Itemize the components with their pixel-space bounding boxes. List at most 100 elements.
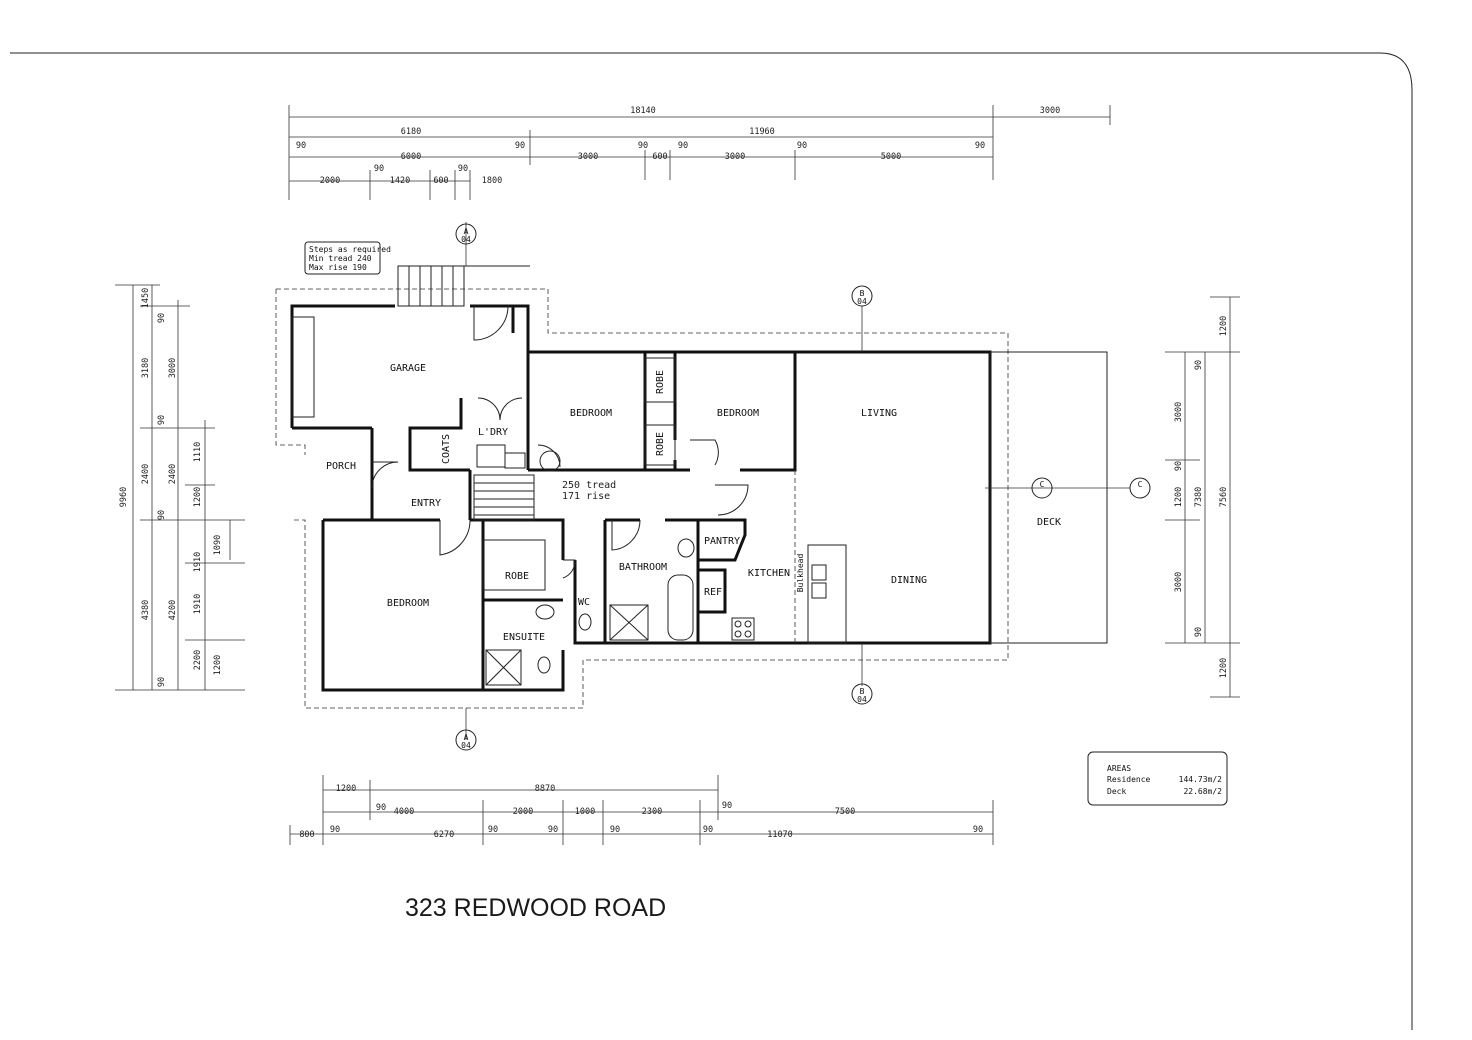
section-markers: A 04 A 04 B 04 B 04 C C: [455, 222, 1151, 751]
dim-top-deck: 3000: [1040, 106, 1060, 116]
dim-left-p: 2200: [193, 650, 203, 670]
wc-toilet: [578, 613, 592, 631]
dim-bot-r: 90: [973, 825, 983, 835]
dim-left-d: 4380: [141, 600, 151, 620]
dim-top-overall: 18140: [630, 106, 656, 116]
dim-top-r3d: 3000: [578, 152, 598, 162]
dim-right-c: 1200: [1174, 487, 1184, 507]
room-ensuite: ENSUITE: [503, 632, 545, 643]
dim-top-r4d: 600: [433, 176, 448, 186]
dimensions-bottom: 1200 8870 90 4000 2000 1000 2300 90 7500…: [289, 775, 994, 845]
dim-left-l: 1110: [193, 442, 203, 462]
dim-left-i: 90: [157, 510, 167, 520]
dim-bot-j: 800: [299, 830, 314, 840]
dim-right-g: 90: [1194, 627, 1204, 637]
room-bedroom-2: BEDROOM: [717, 408, 759, 419]
section-c-right-label: C: [1138, 480, 1143, 489]
dim-top-r4a: 2000: [320, 176, 340, 186]
dim-top-r2a: 6180: [401, 127, 421, 137]
section-b-top-label: B: [860, 289, 865, 298]
dim-bot-c: 90: [376, 803, 386, 813]
stairs-note-line2: Min tread 240: [309, 254, 372, 263]
dimensions-right: 3000 90 1200 3000 90 7380 90 1200 7560 1…: [1165, 296, 1240, 698]
section-marker-c-left: [1031, 477, 1053, 499]
room-coats: COATS: [441, 434, 452, 464]
cooktop: [731, 617, 755, 641]
dim-top-r3e: 90: [638, 141, 648, 151]
section-a-top-label: A: [464, 227, 469, 236]
dim-left-k: 90: [157, 677, 167, 687]
section-a-bottom-label: A: [464, 733, 469, 742]
dim-top-r3f: 600: [652, 152, 667, 162]
section-marker-a-top: [455, 223, 477, 245]
dim-bot-n: 90: [548, 825, 558, 835]
dim-bot-l: 6270: [434, 830, 454, 840]
dim-left-b: 3180: [141, 358, 151, 378]
dimensions-left: 9960 1450 3180 2400 4380 90 3000 90 2400…: [115, 284, 245, 691]
room-dining: DINING: [891, 575, 927, 586]
dim-bot-g: 2300: [642, 807, 662, 817]
dim-top-r3b: 6000: [401, 152, 421, 162]
room-deck: DECK: [1037, 517, 1061, 528]
dim-right-b: 90: [1174, 461, 1184, 471]
room-bulkhead: Bulkhead: [796, 554, 805, 593]
room-robe-3: ROBE: [505, 571, 529, 582]
stairs-note-line1: Steps as required: [309, 245, 391, 254]
dim-right-h: 1200: [1219, 316, 1229, 336]
page-border: [10, 52, 1413, 1030]
laundry-tub: [476, 444, 506, 468]
section-a-top-sheet: 04: [461, 235, 471, 244]
dim-bot-e: 2000: [513, 807, 533, 817]
room-ref: REF: [704, 587, 722, 598]
dim-left-c: 2400: [141, 464, 151, 484]
dim-bot-h: 90: [722, 801, 732, 811]
room-pantry: PANTRY: [704, 536, 740, 547]
robes: [482, 357, 676, 591]
stair-spec-rise: 171 rise: [562, 491, 610, 502]
dim-top-r3h: 3000: [725, 152, 745, 162]
doors: [371, 305, 749, 579]
bathroom-basin: [677, 538, 695, 558]
room-living: LIVING: [861, 408, 897, 419]
dim-bot-f: 1000: [575, 807, 595, 817]
room-wc: WC: [578, 597, 590, 608]
dim-left-e: 90: [157, 313, 167, 323]
dim-right-d: 3000: [1174, 572, 1184, 592]
dim-top-r3a: 90: [296, 141, 306, 151]
bathtub: [667, 574, 694, 641]
dim-top-r4c: 1420: [390, 176, 410, 186]
dimensions-top: 18140 3000 6180 11960 90 6000 90 3000 90…: [288, 105, 1111, 200]
dim-left-n: 1910: [193, 552, 203, 572]
page-title: 323 REDWOOD ROAD: [405, 894, 666, 922]
room-porch: PORCH: [326, 461, 356, 472]
areas-heading: AREAS: [1107, 764, 1131, 773]
dim-bot-k: 90: [330, 825, 340, 835]
section-marker-b-bottom: [851, 683, 873, 705]
stair-spec: 250 tread 171 rise: [562, 480, 616, 502]
dim-bot-q: 11070: [767, 830, 793, 840]
stairs-note-line3: Max rise 190: [309, 263, 367, 272]
dim-left-overall: 9960: [119, 487, 129, 507]
dim-top-r3j: 5000: [881, 152, 901, 162]
dim-left-g: 90: [157, 415, 167, 425]
dim-bot-a: 1200: [336, 784, 356, 794]
eave-lines: [275, 288, 1009, 709]
fixtures: [476, 444, 847, 686]
room-labels: GARAGE PORCH L'DRY COATS ENTRY BEDROOM B…: [326, 363, 1061, 643]
section-c-left-label: C: [1040, 480, 1045, 489]
section-marker-stair: [539, 450, 561, 472]
dim-top-r3c: 90: [515, 141, 525, 151]
areas-residence-value: 144.73m/2: [1179, 775, 1223, 784]
room-bathroom: BATHROOM: [619, 562, 667, 573]
dim-right-a: 3000: [1174, 402, 1184, 422]
room-laundry: L'DRY: [478, 427, 508, 438]
section-marker-a-bottom: [455, 729, 477, 751]
dim-top-r4e: 90: [458, 164, 468, 174]
dim-bot-o: 90: [610, 825, 620, 835]
dim-bot-m: 90: [488, 825, 498, 835]
ensuite-basin: [535, 604, 555, 620]
section-b-bottom-label: B: [860, 687, 865, 696]
dim-left-a: 1450: [141, 288, 151, 308]
areas-deck-label: Deck: [1107, 787, 1126, 796]
